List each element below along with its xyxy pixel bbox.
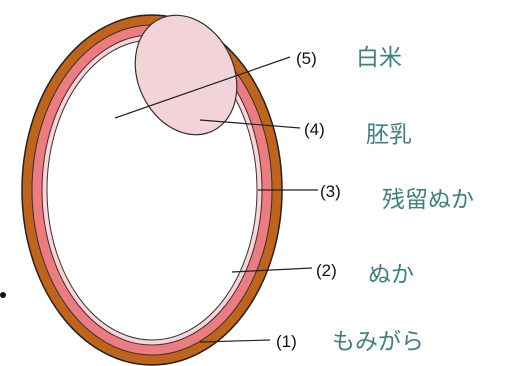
label-3-number: (3) xyxy=(320,183,341,200)
label-5-number: (5) xyxy=(296,50,317,67)
label-3-name: 残留ぬか xyxy=(382,189,474,212)
label-2-name: ぬか xyxy=(368,264,414,287)
label-1-number: (1) xyxy=(276,333,297,350)
bullet-dot xyxy=(0,292,6,298)
label-5-name: 白米 xyxy=(356,47,402,70)
label-4-number: (4) xyxy=(304,121,325,138)
label-4-name: 胚乳 xyxy=(366,124,412,147)
label-1-name: もみがら xyxy=(332,331,424,354)
label-2-number: (2) xyxy=(316,262,337,279)
